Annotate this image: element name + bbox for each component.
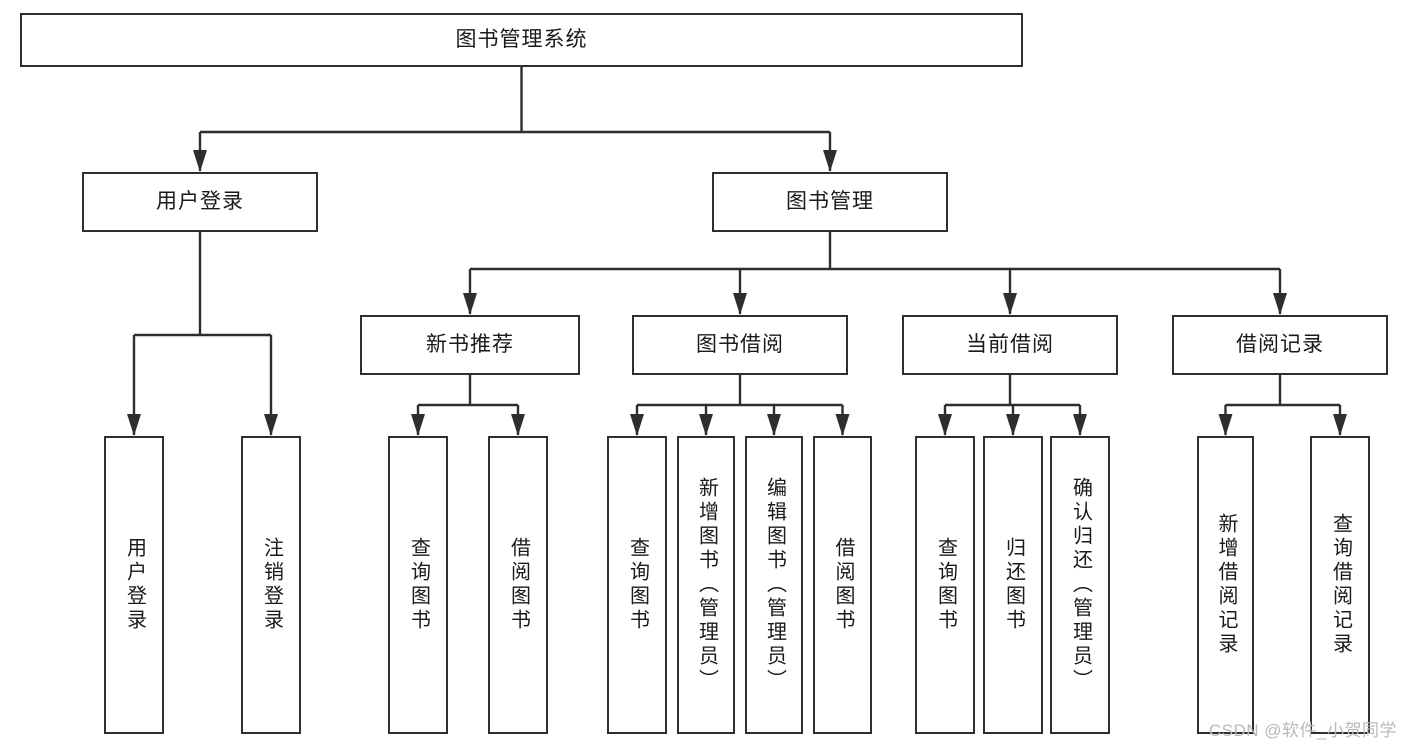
connector-arrowhead [463,293,477,315]
diagram-node-label: 归还图书 [1002,537,1025,633]
diagram-node-l2c: 当前借阅 [902,315,1118,375]
connector-arrowhead [938,414,952,436]
connector-arrowhead [411,414,425,436]
diagram-node-leaf13: 查询借阅记录 [1310,436,1370,734]
connector-arrowhead [1003,293,1017,315]
connector-arrowhead [823,150,837,172]
diagram-node-leaf9: 查询图书 [915,436,975,734]
connector-arrowhead [1273,293,1287,315]
connector-arrowhead [1006,414,1020,436]
connector-arrowhead [733,293,747,315]
diagram-node-label: 新书推荐 [426,333,514,357]
connector-arrowhead [1333,414,1347,436]
diagram-node-leaf7: 编辑图书（管理员） [745,436,803,734]
diagram-node-l2d: 借阅记录 [1172,315,1388,375]
diagram-node-leaf5: 查询图书 [607,436,667,734]
diagram-node-label: 图书管理系统 [455,28,588,52]
diagram-node-label: 借阅记录 [1236,333,1324,357]
connector-arrowhead [767,414,781,436]
diagram-node-label: 用户登录 [123,537,146,633]
diagram-node-label: 新增图书（管理员） [695,477,718,693]
diagram-node-leaf11: 确认归还（管理员） [1050,436,1110,734]
watermark: CSDN @软件_小贺同学 [1208,721,1397,740]
diagram-node-l1b: 图书管理 [712,172,948,232]
diagram-node-label: 图书管理 [786,190,874,214]
diagram-node-l2a: 新书推荐 [360,315,580,375]
connector-arrowhead [835,414,850,436]
diagram-node-label: 当前借阅 [966,333,1054,357]
connector-arrowhead [1073,414,1087,436]
connector-arrowhead [511,414,525,436]
diagram-node-label: 编辑图书（管理员） [763,477,786,693]
connector-arrowhead [699,414,713,436]
connector-arrowhead [264,414,278,436]
diagram-node-leaf2: 注销登录 [241,436,301,734]
diagram-node-l1a: 用户登录 [82,172,318,232]
connector-arrowhead [127,414,141,436]
connector-arrowhead [1218,414,1233,436]
diagram-node-l2b: 图书借阅 [632,315,848,375]
diagram-node-leaf6: 新增图书（管理员） [677,436,735,734]
diagram-node-root: 图书管理系统 [20,13,1023,67]
diagram-node-label: 注销登录 [260,537,283,633]
diagram-node-leaf1: 用户登录 [104,436,164,734]
diagram-node-leaf4: 借阅图书 [488,436,548,734]
diagram-node-label: 图书借阅 [696,333,784,357]
diagram-node-leaf10: 归还图书 [983,436,1043,734]
diagram-node-label: 查询图书 [934,537,957,633]
diagram-node-label: 查询图书 [626,537,649,633]
diagram-node-label: 确认归还（管理员） [1069,477,1092,693]
diagram-node-label: 用户登录 [156,190,244,214]
connector-arrowhead [193,150,207,172]
diagram-node-leaf12: 新增借阅记录 [1197,436,1254,734]
diagram-node-leaf3: 查询图书 [388,436,448,734]
diagram-node-label: 新增借阅记录 [1215,513,1237,657]
connector-arrowhead [630,414,644,436]
diagram-node-label: 查询图书 [407,537,430,633]
diagram-node-label: 借阅图书 [832,537,854,633]
diagram-node-label: 查询借阅记录 [1329,513,1352,657]
diagram-node-label: 借阅图书 [507,537,530,633]
diagram-node-leaf8: 借阅图书 [813,436,872,734]
